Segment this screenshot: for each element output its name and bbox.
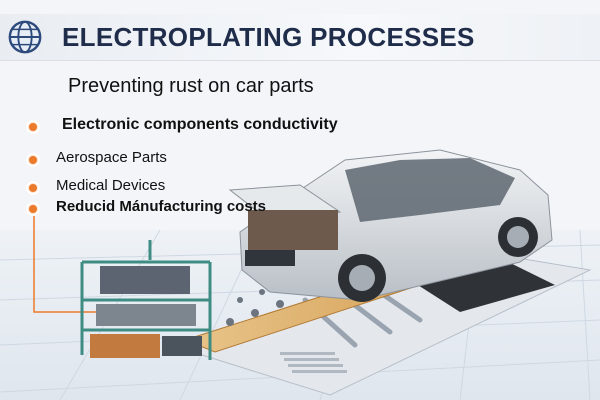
connector-line <box>33 212 112 313</box>
vent <box>280 352 347 373</box>
bullet-icon <box>26 120 40 134</box>
subtitle: Preventing rust on car parts <box>68 75 314 97</box>
bullet-icon <box>26 202 40 216</box>
rack-board-mid <box>96 304 196 326</box>
rack-board-top <box>100 266 190 294</box>
conveyor-parts <box>226 289 284 326</box>
car <box>228 149 553 302</box>
page-title: ELECTROPLATING PROCESSES <box>62 22 475 52</box>
car-window <box>345 158 515 222</box>
globe-icon <box>8 20 42 54</box>
car-grille <box>245 250 295 266</box>
engine-bay <box>248 210 338 250</box>
bullet-label: Reducid Mánufacturing costs <box>56 198 267 215</box>
header-banner: ELECTROPLATING PROCESSES <box>0 14 600 61</box>
bullet-icon <box>26 181 40 195</box>
equipment-rack <box>80 240 212 360</box>
bullet-icon <box>26 153 40 167</box>
bullet-label: Electronic components conductivity <box>62 116 338 133</box>
rack-box-bottom-right <box>162 336 202 356</box>
bullet-label: Medical Devices <box>56 177 166 194</box>
bullet-label: Aerospace Parts <box>56 149 167 166</box>
rack-box-bottom <box>90 334 160 358</box>
